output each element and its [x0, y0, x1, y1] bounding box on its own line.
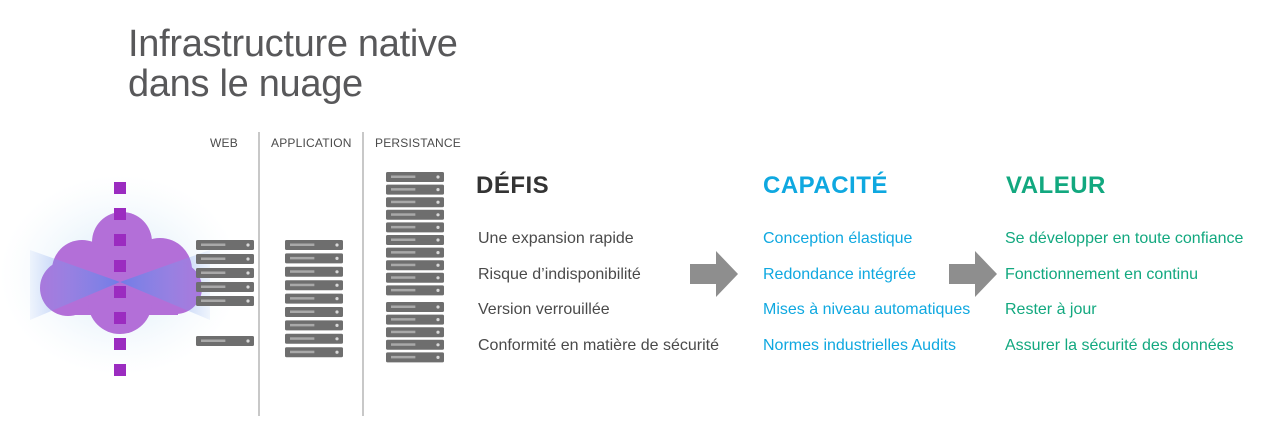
valeur-item: Rester à jour [1005, 301, 1097, 318]
db-server-unit [386, 222, 444, 233]
web-server-unit [196, 254, 254, 264]
arrow-right-icon [690, 251, 738, 297]
app-server-unit [285, 320, 343, 331]
web-server-unit [196, 240, 254, 250]
db-server-unit [386, 302, 444, 312]
page-title: Infrastructure native dans le nuage [128, 24, 728, 104]
db-server-unit [386, 314, 444, 325]
tier-label-application: APPLICATION [271, 136, 352, 150]
db-server-unit [386, 260, 444, 271]
arrow-right-icon [949, 251, 997, 297]
cloud-illustration [0, 175, 240, 376]
title-line-1: Infrastructure native [128, 23, 458, 65]
tier-divider-1 [258, 132, 260, 416]
defi-item: Version verrouillée [478, 301, 610, 318]
web-server-unit [196, 282, 254, 292]
capacite-item: Normes industrielles Audits [763, 337, 956, 354]
app-server-unit [285, 266, 343, 277]
title-line-2: dans le nuage [128, 63, 363, 105]
app-server-unit [285, 333, 343, 344]
app-server-unit [285, 293, 343, 304]
valeur-item: Assurer la sécurité des données [1005, 337, 1234, 354]
defi-item: Risque d’indisponibilité [478, 266, 641, 283]
web-server-unit [196, 268, 254, 278]
app-server-unit [285, 347, 343, 358]
app-server-unit [285, 240, 343, 250]
db-server-unit [386, 247, 444, 258]
db-server-unit [386, 235, 444, 245]
capacite-item: Redondance intégrée [763, 266, 917, 283]
server-racks [196, 172, 444, 363]
db-server-unit [386, 172, 444, 182]
tier-label-web: WEB [210, 136, 238, 150]
web-server-unit [196, 336, 254, 346]
defi-item: Conformité en matière de sécurité [478, 337, 719, 354]
web-server-unit [196, 296, 254, 306]
db-server-unit [386, 197, 444, 208]
db-server-unit [386, 285, 444, 296]
db-server-unit [386, 327, 444, 338]
db-server-unit [386, 184, 444, 195]
app-server-unit [285, 307, 343, 317]
defi-item: Une expansion rapide [478, 230, 634, 247]
heading-defis: DÉFIS [476, 172, 550, 199]
capacite-item: Mises à niveau automatiques [763, 301, 971, 318]
app-server-unit [285, 253, 343, 264]
db-server-unit [386, 339, 444, 350]
beam-right [120, 250, 210, 320]
tier-divider-2 [362, 132, 364, 416]
capacite-item: Conception élastique [763, 230, 913, 247]
beam-left [30, 250, 120, 320]
dotted-boundary [114, 182, 126, 376]
heading-capacite: CAPACITÉ [763, 172, 888, 199]
db-server-unit [386, 209, 444, 220]
valeur-item: Se développer en toute confiance [1005, 230, 1244, 247]
heading-valeur: VALEUR [1006, 172, 1106, 199]
db-server-unit [386, 352, 444, 363]
db-server-unit [386, 272, 444, 283]
valeur-item: Fonctionnement en continu [1005, 266, 1199, 283]
app-server-unit [285, 280, 343, 291]
tier-label-persistance: PERSISTANCE [375, 136, 461, 150]
